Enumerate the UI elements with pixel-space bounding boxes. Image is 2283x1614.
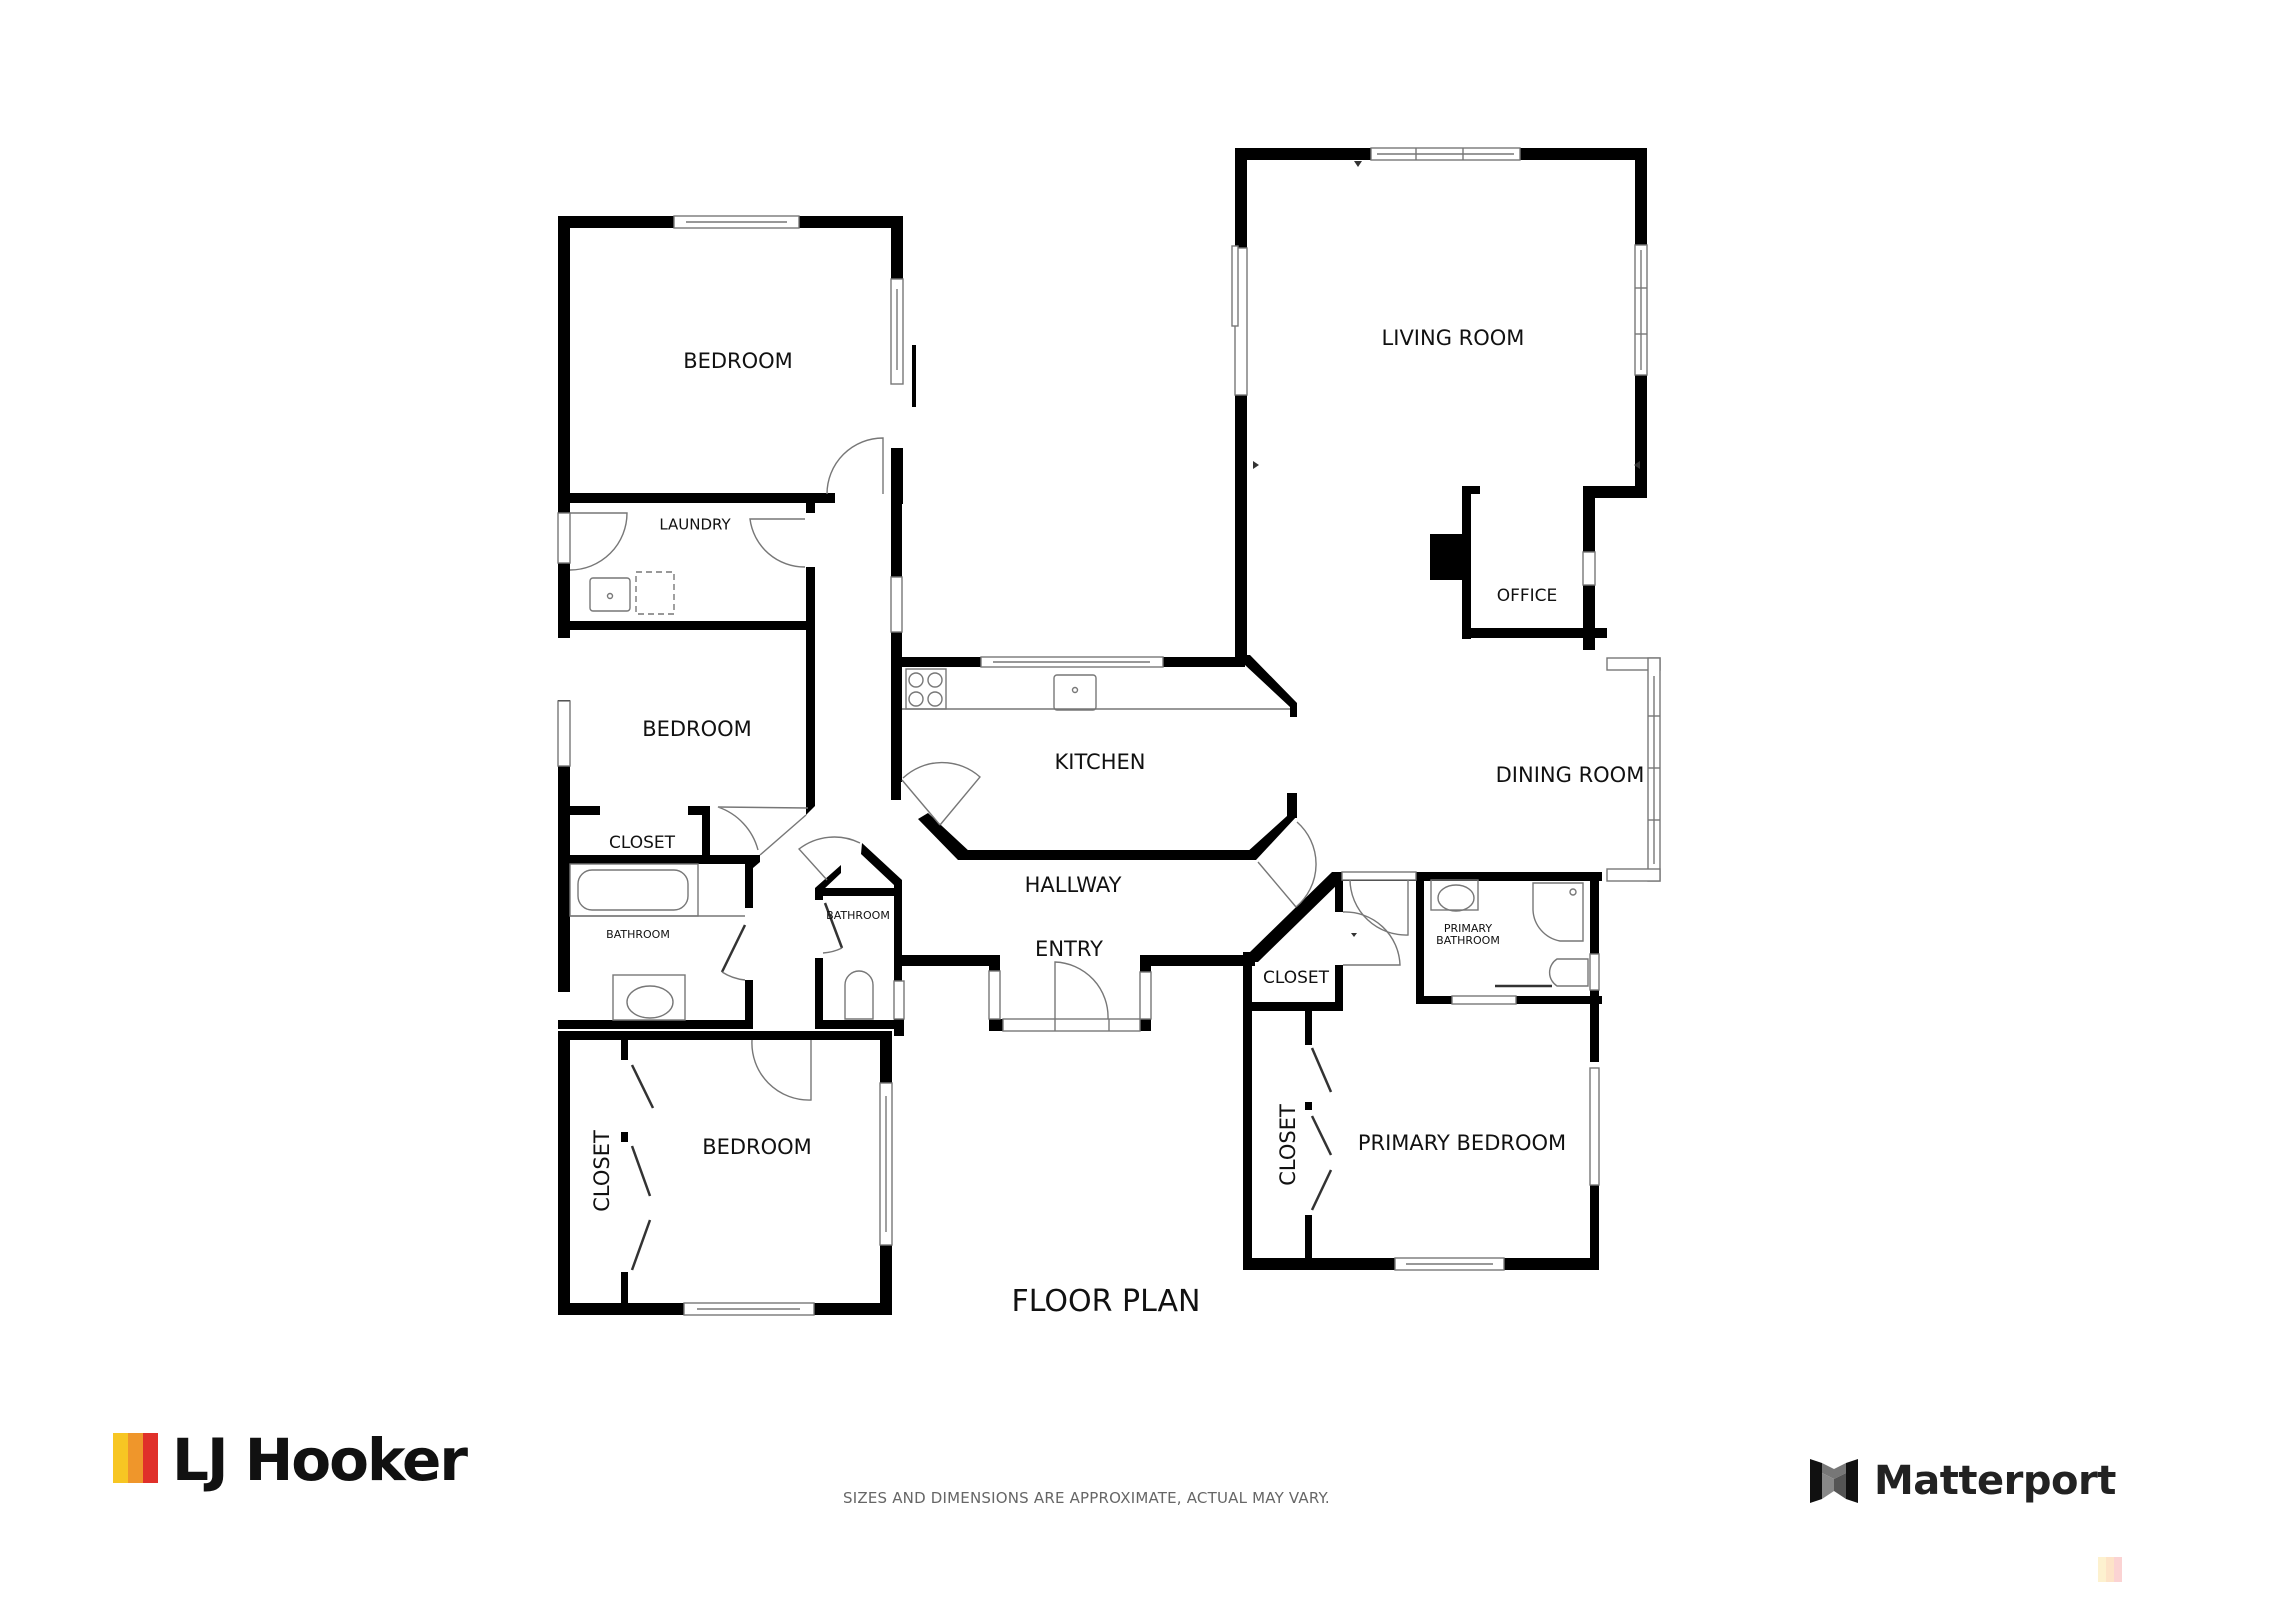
room-label-primary-bathroom-line2: BATHROOM	[1436, 934, 1500, 947]
room-label-living-room: LIVING ROOM	[1382, 326, 1525, 350]
room-labels: BEDROOM LAUNDRY BEDROOM CLOSET BATHROOM …	[590, 326, 1644, 1319]
room-label-entry: ENTRY	[1035, 937, 1103, 961]
room-label-primary-bedroom: PRIMARY BEDROOM	[1358, 1131, 1566, 1155]
matterport-icon	[1810, 1459, 1858, 1503]
windows	[557, 147, 1661, 1316]
room-label-hallway: HALLWAY	[1025, 873, 1122, 897]
orange-bar	[128, 1432, 143, 1483]
room-label-primary-bathroom-line1: PRIMARY	[1444, 922, 1492, 935]
room-label-bedroom-middle-left: BEDROOM	[642, 717, 752, 741]
room-label-closet-middle-left: CLOSET	[609, 833, 676, 853]
matterport-logo: Matterport	[1808, 1455, 2116, 1507]
room-label-office: OFFICE	[1497, 586, 1558, 606]
disclaimer-text: SIZES AND DIMENSIONS ARE APPROXIMATE, AC…	[843, 1489, 1330, 1507]
red-bar	[143, 1432, 158, 1483]
walls	[558, 148, 1647, 1315]
matterport-wordmark: Matterport	[1874, 1458, 2116, 1504]
lj-hooker-logo: LJ Hooker	[113, 1425, 468, 1494]
lj-hooker-wordmark: LJ Hooker	[172, 1425, 468, 1494]
room-label-laundry: LAUNDRY	[659, 516, 731, 534]
room-label-closet-primary: CLOSET	[1276, 1104, 1300, 1186]
room-label-bathroom-left: BATHROOM	[606, 928, 670, 941]
doors-fixtures	[569, 161, 1640, 1271]
floor-plan-title: FLOOR PLAN	[1012, 1284, 1201, 1319]
yellow-bar	[113, 1432, 128, 1483]
room-label-bathroom-small: BATHROOM	[826, 909, 890, 922]
room-label-kitchen: KITCHEN	[1055, 750, 1146, 774]
room-label-bedroom-bottom-left: BEDROOM	[702, 1135, 812, 1159]
lj-hooker-color-bars-icon	[113, 1432, 158, 1483]
faint-color-swatch	[2098, 1557, 2122, 1582]
room-label-dining-room: DINING ROOM	[1496, 763, 1645, 787]
room-label-closet-primary-small: CLOSET	[1263, 968, 1330, 988]
room-label-closet-bottom-left: CLOSET	[590, 1130, 614, 1212]
room-label-bedroom-top-left: BEDROOM	[683, 349, 793, 373]
